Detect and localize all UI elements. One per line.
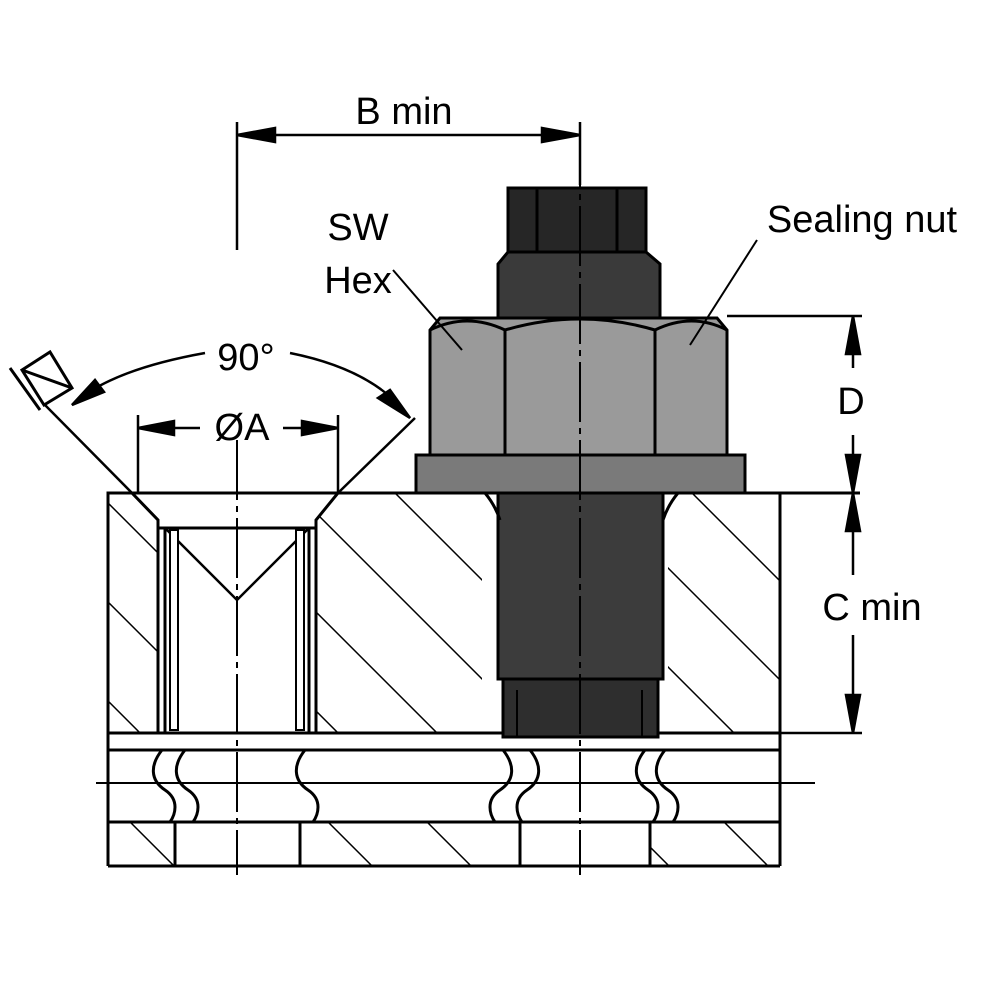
center-lines [236, 128, 581, 875]
label-dia-a: ØA [215, 407, 271, 449]
dimension-d [727, 314, 862, 494]
lower-pipe-section [96, 493, 815, 870]
label-sw: SW [327, 207, 388, 249]
label-angle: 90° [217, 337, 274, 379]
sealing-nut-hex [428, 316, 729, 457]
label-sealing-nut: Sealing nut [767, 199, 958, 241]
label-hex: Hex [324, 260, 392, 302]
label-d: D [837, 381, 864, 423]
leader-sw-hex [392, 269, 463, 351]
chamfer-symbol-icon [8, 349, 75, 411]
leader-sealing-nut [689, 239, 758, 346]
dimension-c-min [663, 492, 862, 735]
dimension-countersink-angle [44, 351, 416, 494]
dimension-b-min [235, 122, 582, 250]
label-b-min: B min [355, 91, 452, 133]
label-c-min: C min [822, 587, 921, 629]
stud-top-nut [506, 186, 648, 254]
dimension-dia-a [136, 415, 340, 493]
